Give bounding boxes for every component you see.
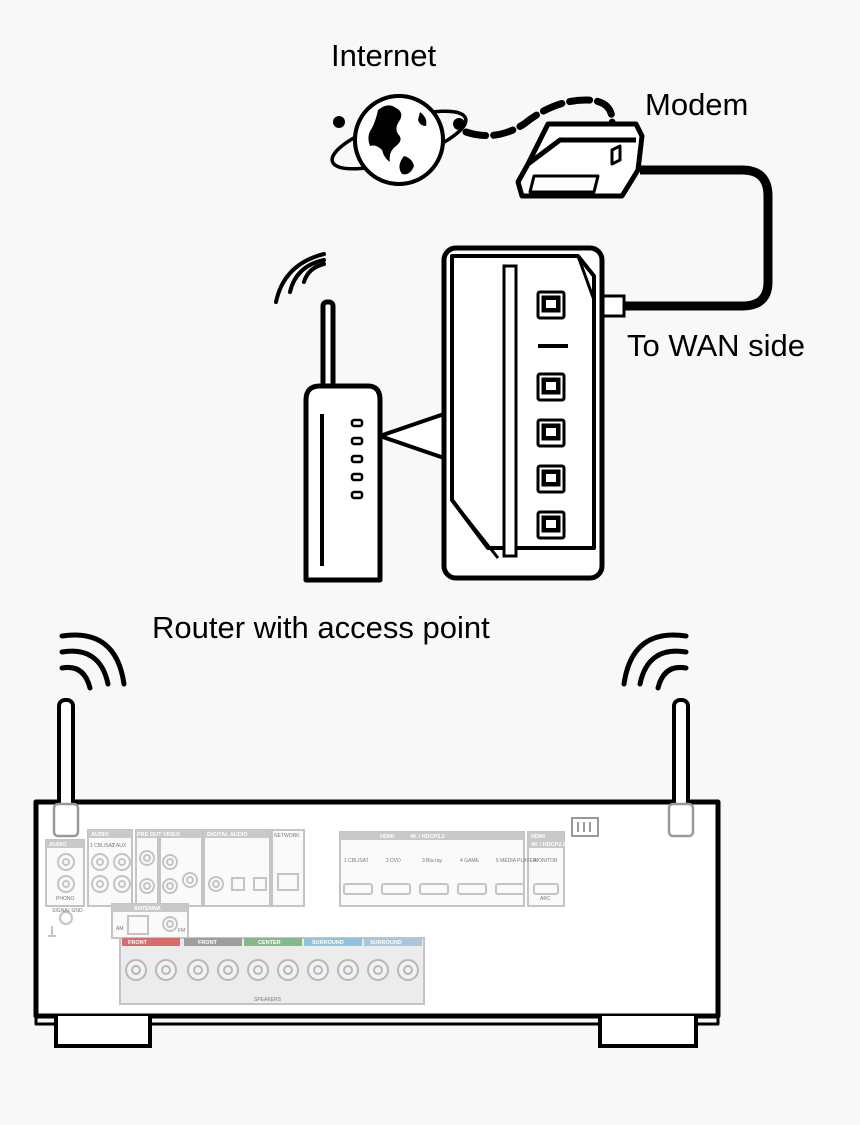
right-antenna-wifi-icon (621, 632, 689, 691)
svg-text:ARC: ARC (540, 896, 551, 902)
svg-text:3 Blu-ray: 3 Blu-ray (422, 858, 443, 864)
svg-text:FM: FM (178, 928, 185, 934)
left-antenna-wifi-icon (59, 632, 127, 691)
svg-text:AM: AM (116, 926, 124, 932)
svg-text:PHONO: PHONO (56, 896, 74, 902)
internet-label: Internet (331, 38, 437, 73)
lan-port-4-icon (536, 510, 566, 540)
rear-panel (45, 829, 565, 1005)
svg-text:AUDIO: AUDIO (49, 842, 67, 848)
svg-text:4K / HDCP2.2: 4K / HDCP2.2 (531, 842, 566, 848)
svg-text:SURROUND: SURROUND (370, 940, 402, 946)
router-label: Router with access point (152, 610, 490, 645)
svg-text:DIGITAL AUDIO: DIGITAL AUDIO (207, 832, 248, 838)
svg-text:AUDIO: AUDIO (91, 832, 109, 838)
svg-text:2 DVD: 2 DVD (386, 858, 401, 864)
wan-side-label: To WAN side (627, 328, 805, 363)
router-back-panel (441, 245, 605, 581)
right-antenna (667, 698, 695, 838)
router-ports (536, 290, 566, 540)
brand-logo-icon (571, 817, 599, 837)
globe-icon (330, 94, 468, 186)
svg-text:FRONT: FRONT (128, 940, 148, 946)
svg-text:CENTER: CENTER (258, 940, 281, 946)
svg-text:5 MEDIA PLAYER: 5 MEDIA PLAYER (496, 858, 537, 864)
svg-text:4 GAME: 4 GAME (460, 858, 480, 864)
svg-text:NETWORK: NETWORK (274, 833, 300, 839)
modem-label: Modem (645, 87, 748, 122)
lan-port-2-icon (536, 418, 566, 448)
lan-port-3-icon (536, 464, 566, 494)
router-callout (378, 412, 446, 460)
svg-text:SIGNAL GND: SIGNAL GND (52, 908, 83, 914)
lan-port-1-icon (536, 372, 566, 402)
svg-text:SURROUND: SURROUND (312, 940, 344, 946)
rear-panel-labels: AUDIO AUDIO PRE OUT VIDEO DIGITAL AUDIO … (49, 832, 566, 1003)
svg-text:1 CBL/SAT: 1 CBL/SAT (344, 858, 369, 864)
wan-port-icon (536, 290, 566, 320)
svg-text:1 CBL/SAT: 1 CBL/SAT (90, 843, 115, 849)
internet-modem-link (462, 96, 616, 140)
svg-text:4K / HDCP2.2: 4K / HDCP2.2 (410, 834, 445, 840)
svg-text:VIDEO: VIDEO (163, 832, 181, 838)
svg-text:MONITOR: MONITOR (534, 858, 558, 864)
svg-text:SPEAKERS: SPEAKERS (254, 997, 282, 1003)
svg-text:PRE OUT: PRE OUT (137, 832, 162, 838)
router-device (303, 299, 383, 583)
left-antenna (52, 698, 80, 838)
svg-text:FRONT: FRONT (198, 940, 218, 946)
svg-text:HDMI: HDMI (531, 834, 546, 840)
wan-cable (624, 165, 773, 311)
wifi-icon (274, 252, 326, 304)
receiver-feet (54, 1016, 698, 1048)
modem-device (515, 121, 645, 199)
svg-text:HDMI: HDMI (380, 834, 395, 840)
svg-text:ANTENNA: ANTENNA (134, 906, 161, 912)
svg-text:2 AUX: 2 AUX (112, 843, 127, 849)
